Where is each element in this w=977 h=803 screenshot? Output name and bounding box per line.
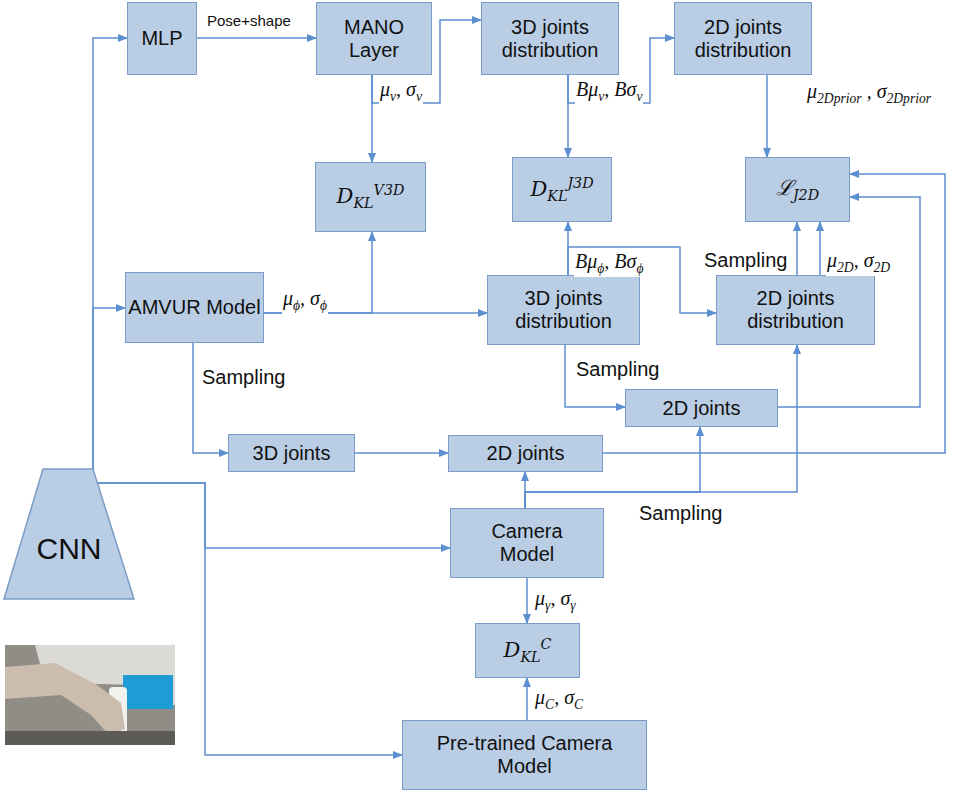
box-label: CNN bbox=[37, 532, 102, 567]
connector bbox=[93, 469, 402, 755]
edge-label: Sampling bbox=[638, 502, 723, 525]
edge-label: μ2D, σ2D bbox=[826, 249, 891, 276]
box-label: 3D joints distribution bbox=[482, 16, 618, 62]
process-box: Camera Model bbox=[450, 508, 604, 578]
process-box: MANO Layer bbox=[316, 2, 432, 75]
trapezoid-shape bbox=[4, 469, 134, 599]
loss-box: DKLC bbox=[475, 623, 580, 678]
connector bbox=[526, 578, 528, 623]
edge-label: μv, σv bbox=[379, 78, 423, 105]
process-box: AMVUR Model bbox=[125, 272, 264, 343]
connector bbox=[355, 452, 448, 454]
box-label: MLP bbox=[141, 27, 182, 50]
box-label: 3D joints bbox=[253, 442, 331, 465]
loss-box: DKLV3D bbox=[315, 162, 426, 232]
edge-label: μC, σC bbox=[534, 686, 584, 713]
connector bbox=[197, 37, 316, 39]
connector bbox=[819, 222, 821, 275]
connector bbox=[264, 232, 372, 313]
connector bbox=[371, 75, 373, 162]
box-label: AMVUR Model bbox=[128, 296, 260, 319]
math-label: DKLV3D bbox=[337, 182, 405, 212]
photo-blue-object bbox=[123, 675, 173, 709]
photo-arm bbox=[5, 663, 125, 735]
process-box: 2D joints distribution bbox=[674, 2, 812, 75]
process-box: 3D joints distribution bbox=[481, 2, 619, 75]
edge-label: μϕ, σϕ bbox=[282, 287, 328, 314]
cnn-trapezoid: CNN bbox=[3, 468, 135, 600]
edge-label: μ2Dprior , σ2Dprior bbox=[806, 80, 932, 107]
process-box: 3D joints distribution bbox=[487, 275, 640, 345]
connector bbox=[796, 222, 798, 275]
process-box: Pre-trained Camera Model bbox=[402, 720, 647, 790]
connector bbox=[93, 38, 127, 469]
box-label: 2D joints distribution bbox=[736, 287, 856, 333]
box-label: 2D joints distribution bbox=[675, 16, 811, 62]
edge-label: Sampling bbox=[201, 366, 286, 389]
edge-label: Bμv, Bσv bbox=[575, 78, 643, 105]
connector bbox=[93, 308, 125, 469]
loss-box: ℒJ2D bbox=[745, 157, 850, 222]
process-box: MLP bbox=[127, 2, 197, 75]
box-label: 2D joints bbox=[487, 442, 565, 465]
connector bbox=[193, 343, 228, 453]
process-box: 2D joints distribution bbox=[716, 275, 875, 345]
math-label: DKLC bbox=[504, 636, 552, 666]
connector bbox=[766, 75, 768, 157]
hand-photo bbox=[5, 645, 175, 745]
box-label: Pre-trained Camera Model bbox=[430, 732, 620, 778]
math-label: ℒJ2D bbox=[776, 176, 819, 204]
edge-label: Bμϕ, Bσϕ bbox=[574, 250, 644, 277]
edge-label: μγ, σγ bbox=[534, 587, 577, 614]
connector bbox=[93, 469, 450, 548]
edge-label: Sampling bbox=[703, 249, 788, 272]
box-label: MANO Layer bbox=[317, 16, 431, 62]
edge-label: Pose+shape bbox=[206, 12, 292, 29]
connector bbox=[526, 678, 528, 720]
process-box: 2D joints bbox=[448, 435, 603, 472]
connector bbox=[525, 345, 797, 508]
edge-label: Sampling bbox=[575, 358, 660, 381]
box-label: 2D joints bbox=[663, 397, 741, 420]
process-box: 3D joints bbox=[228, 434, 355, 472]
box-label: 3D joints distribution bbox=[504, 287, 624, 333]
photo-table bbox=[5, 731, 175, 745]
photo-ground bbox=[5, 645, 175, 745]
loss-box: DKLJ3D bbox=[512, 157, 612, 222]
math-label: DKLJ3D bbox=[530, 175, 593, 205]
box-label: Camera Model bbox=[482, 520, 572, 566]
process-box: 2D joints bbox=[625, 389, 778, 427]
